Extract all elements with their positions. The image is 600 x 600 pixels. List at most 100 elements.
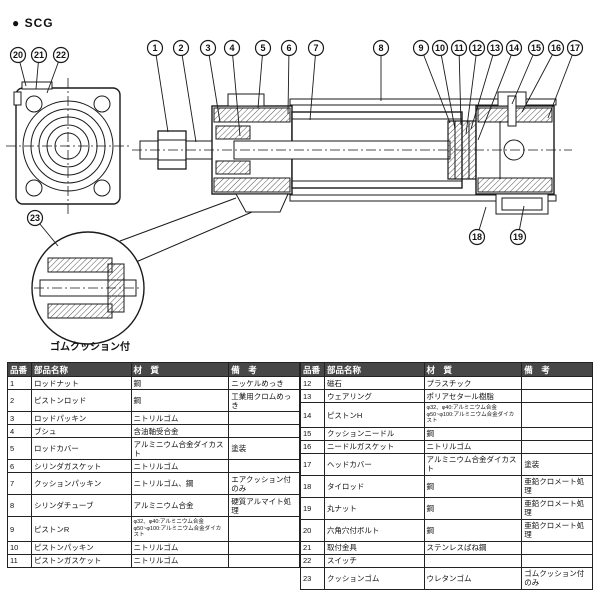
cell-material: アルミニウム合金ダイカスト [130, 437, 230, 461]
cell-material: ステンレスばね鋼 [423, 540, 523, 555]
balloon-circle [468, 39, 486, 57]
balloon-13: 13 [470, 39, 504, 130]
cell-part-no: 1 [7, 376, 32, 391]
tie-rod-bottom [289, 194, 557, 202]
cell-part-name: ブシュ [30, 424, 132, 439]
balloon-number: 14 [509, 43, 519, 53]
cell-part-name: ヘッドカバー [323, 452, 425, 476]
cell-part-no: 20 [300, 518, 325, 542]
cell-part-no: 9 [7, 516, 32, 542]
leader-line [439, 47, 456, 130]
leader-line [180, 47, 197, 143]
cell-part-name: ピストンロッド [30, 389, 132, 413]
cell-part-no: 19 [300, 496, 325, 520]
balloon-number: 1 [152, 43, 157, 53]
cell-remarks [521, 426, 593, 441]
leader-line [458, 47, 462, 126]
cell-remarks: エアクッション付のみ [228, 472, 300, 496]
cell-part-name: シリンダチューブ [30, 494, 132, 518]
balloon-11: 11 [450, 39, 468, 126]
balloon-number: 12 [472, 43, 482, 53]
cell-part-name: タイロッド [323, 474, 425, 498]
balloon-number: 21 [34, 50, 44, 60]
balloon-circle [486, 39, 504, 57]
balloon-circle [450, 39, 468, 57]
balloon-circle [146, 39, 164, 57]
cell-part-name: クッションゴム [323, 566, 425, 590]
cell-remarks: 亜鉛クロメート処理 [521, 474, 593, 498]
balloon-number: 4 [229, 43, 234, 53]
balloon-circle [527, 39, 545, 57]
leader-line [154, 47, 169, 133]
balloon-1: 1 [146, 39, 169, 133]
col-part-no: 品番 [7, 361, 32, 378]
balloon-5: 5 [254, 39, 272, 109]
balloon-number: 17 [570, 43, 580, 53]
balloon-21: 21 [30, 46, 48, 90]
balloon-22: 22 [46, 46, 70, 94]
balloon-circle [52, 46, 70, 64]
cell-material: ウレタンゴム [423, 566, 523, 590]
leader-line [257, 47, 264, 109]
cell-material: 鋼 [423, 474, 523, 498]
balloon-number: 13 [490, 43, 500, 53]
balloon-number: 22 [56, 50, 66, 60]
cell-material: 鋼 [130, 389, 230, 413]
cell-part-no: 14 [300, 402, 325, 428]
cell-part-name: ピストンR [30, 516, 132, 542]
col-remarks: 備 考 [521, 361, 593, 378]
cell-remarks: 亜鉛クロメート処理 [521, 496, 593, 520]
leader-line [231, 47, 241, 137]
cell-part-name: ロッドカバー [30, 437, 132, 461]
leader-line [207, 47, 221, 123]
cell-remarks [228, 411, 300, 426]
balloon-circle [307, 39, 325, 57]
cell-material: ニトリルゴム [130, 459, 230, 474]
cell-part-no: 7 [7, 472, 32, 496]
cell-remarks: 亜鉛クロメート処理 [521, 518, 593, 542]
series-label: ● SCG [12, 16, 54, 30]
balloon-number: 16 [551, 43, 561, 53]
cell-remarks [228, 424, 300, 439]
cell-material: 鋼 [423, 496, 523, 520]
col-material: 材 質 [423, 361, 523, 378]
balloon-circle [509, 228, 527, 246]
balloon-15: 15 [511, 39, 545, 105]
cell-part-no: 4 [7, 424, 32, 439]
balloon-circle [254, 39, 272, 57]
col-remarks: 備 考 [228, 361, 300, 378]
cell-material: ニトリルゴム [423, 439, 523, 454]
rod-packing-bushing [215, 125, 251, 140]
cell-part-no: 2 [7, 389, 32, 413]
cell-remarks [521, 439, 593, 454]
balloon-circle [547, 39, 565, 57]
leader-line [287, 47, 290, 115]
balloon-17: 17 [547, 39, 584, 119]
cell-remarks [521, 389, 593, 404]
cell-part-name: 磁石 [323, 376, 425, 391]
cell-remarks: ニッケルめっき [228, 376, 300, 391]
mount-bolt [13, 91, 22, 106]
balloon-number: 2 [178, 43, 183, 53]
balloon-circle [505, 39, 523, 57]
balloon-2: 2 [172, 39, 197, 143]
balloon-number: 20 [13, 50, 23, 60]
cushion-needle [507, 95, 517, 127]
cell-remarks: 硬質アルマイト処理 [228, 494, 300, 518]
cell-part-name: 丸ナット [323, 496, 425, 520]
balloon-23: 23 [26, 209, 59, 247]
balloon-circle [223, 39, 241, 57]
balloon-circle [172, 39, 190, 57]
cell-part-no: 21 [300, 540, 325, 555]
detail-piston-top [47, 257, 113, 273]
